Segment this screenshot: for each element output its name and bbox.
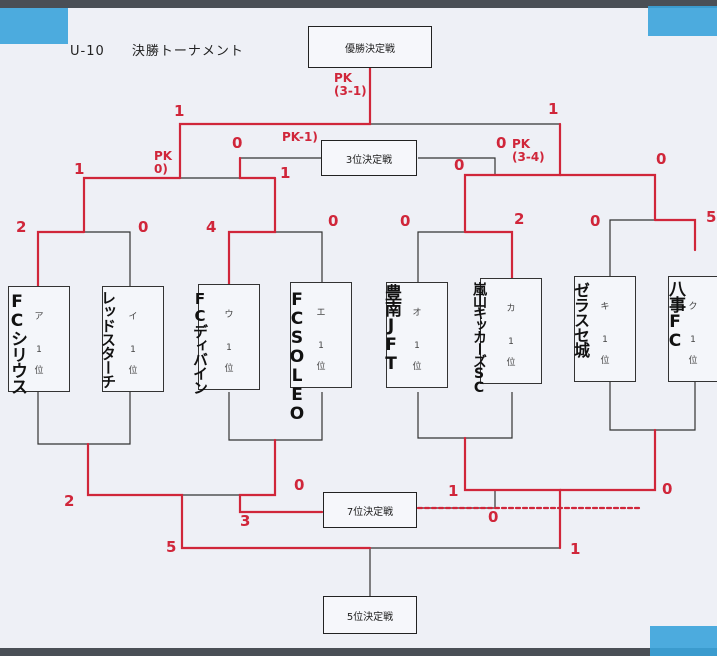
fifth-place-box: 5位決定戦 (323, 596, 417, 634)
team-slot-e: オ 1 位 (386, 282, 448, 388)
r1-pair-2 (228, 231, 323, 288)
score-semi-left-b: 1 (280, 164, 291, 182)
team-slot-h: ク 1 位 (668, 276, 717, 382)
consol-pair-4 (609, 382, 696, 431)
score-r1-d: 0 (328, 212, 339, 230)
third-place-box: 3位決定戦 (321, 140, 417, 176)
team-slot-c: ウ 1 位 (198, 284, 260, 390)
score-r1-c: 4 (206, 218, 217, 236)
score-consol-2: 0 (294, 476, 305, 494)
score-final-left: 1 (174, 102, 185, 120)
consol-pair-1 (37, 392, 131, 445)
slot-rank-suffix: 位 (412, 362, 422, 372)
slot-rank: 1 (508, 337, 514, 347)
score-r1-e: 0 (400, 212, 411, 230)
slot-rank-suffix: 位 (316, 362, 326, 372)
slot-letter: ウ (224, 310, 234, 320)
slot-rank-suffix: 位 (224, 364, 234, 374)
slot-rank: 1 (36, 345, 42, 355)
tournament-title: 決勝トーナメント (131, 44, 244, 59)
team-name-g: ゼラスセ城 (571, 282, 590, 357)
pk-semi-right: PK (3-4) (512, 137, 545, 165)
team-name-b: レッドスターチ (99, 290, 117, 388)
final-box: 優勝決定戦 (308, 26, 432, 68)
score-r1-g: 0 (590, 212, 601, 230)
team-name-a: FCシリウス (7, 292, 27, 394)
slot-rank-suffix: 位 (34, 366, 44, 376)
slot-rank-suffix: 位 (688, 356, 698, 366)
lower-left-frame (87, 440, 276, 496)
tape-bottom-right (650, 626, 717, 656)
score-final-right: 1 (548, 100, 559, 118)
score-fifth-left: 5 (166, 538, 177, 556)
team-name-d: FCSOLEO (287, 290, 307, 423)
third-right-frame (418, 157, 496, 175)
slot-rank: 1 (414, 341, 420, 351)
score-consol-1: 2 (64, 492, 75, 510)
team-slot-d: エ 1 位 (290, 282, 352, 388)
slot-rank: 1 (130, 345, 136, 355)
consol-pair-2 (228, 392, 323, 441)
score-fifth-right: 1 (570, 540, 581, 558)
team-name-e: 豊南JFT (381, 284, 401, 373)
slot-rank: 1 (318, 341, 324, 351)
pk-semi-left: PK 0) (154, 149, 173, 177)
score-consol-4: 0 (662, 480, 673, 498)
winner-lines (36, 66, 697, 550)
pk-third: PK-1) (282, 130, 318, 144)
slot-rank: 1 (602, 335, 608, 345)
semi-right-frame (464, 174, 656, 232)
semi-left-frame (83, 177, 276, 232)
slot-letter: オ (412, 308, 422, 318)
slot-letter: イ (128, 312, 138, 322)
team-slot-f: カ 1 位 (480, 278, 542, 384)
tape-top-left (0, 8, 68, 44)
pk-final: PK (3-1) (334, 71, 367, 99)
score-semi-left-a: 1 (74, 160, 85, 178)
team-name-f: 嵐山キッカーズSC (471, 282, 487, 394)
score-third-right: 0 (496, 134, 507, 152)
slot-letter: エ (316, 308, 326, 318)
team-slot-a: ア 1 位 (8, 286, 70, 392)
lower-right-frame (464, 430, 656, 491)
slot-rank-suffix: 位 (506, 358, 516, 368)
score-r1-b: 0 (138, 218, 149, 236)
score-semi-right-a: 0 (454, 156, 465, 174)
slot-letter: ア (34, 312, 44, 322)
score-r1-h: 5 (706, 208, 717, 226)
slot-rank: 1 (690, 335, 696, 345)
slot-letter: キ (600, 302, 610, 312)
team-slot-b: イ 1 位 (102, 286, 164, 392)
score-r1-f: 2 (514, 210, 525, 228)
slot-rank-suffix: 位 (128, 366, 138, 376)
team-slot-g: キ 1 位 (574, 276, 636, 382)
score-consol-3: 1 (448, 482, 459, 500)
slot-rank: 1 (226, 343, 232, 353)
team-name-c: FCディバイン (191, 290, 209, 394)
category-label: U-10 (70, 44, 105, 59)
consol-pair-3 (417, 392, 513, 439)
score-r1-a: 2 (16, 218, 27, 236)
slot-rank-suffix: 位 (600, 356, 610, 366)
score-seventh-left: 3 (240, 512, 251, 530)
tape-top-right (648, 6, 717, 36)
slot-letter: カ (506, 304, 516, 314)
seventh-left-frame (239, 495, 322, 513)
seventh-place-box: 7位決定戦 (323, 492, 417, 528)
score-seventh-right: 0 (488, 508, 499, 526)
score-third-left: 0 (232, 134, 243, 152)
slot-letter: ク (688, 302, 698, 312)
r1-pair-1 (37, 231, 131, 288)
sheet-title: U-10 決勝トーナメント (70, 40, 266, 59)
team-name-h: 八事FC (665, 280, 685, 350)
score-semi-right-b: 0 (656, 150, 667, 168)
